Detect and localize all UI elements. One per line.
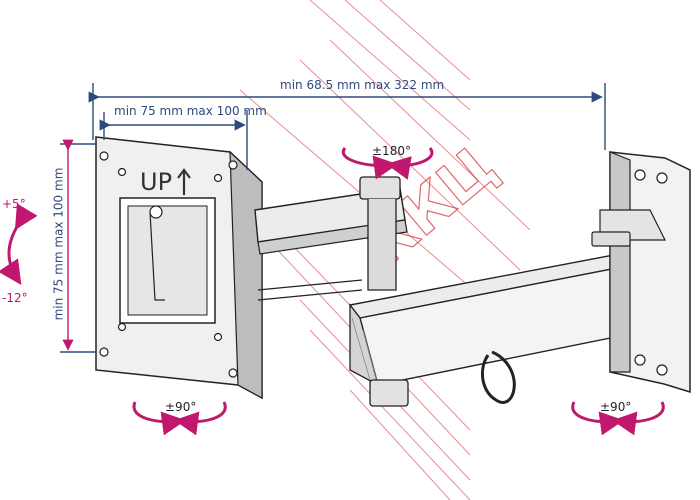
plate-holes: [99, 151, 238, 378]
overall-width-label: min 68.5 mm max 322 mm: [280, 78, 445, 92]
plate-swivel-label: ±90°: [165, 400, 197, 414]
wall-plate: [591, 151, 691, 394]
dimension-lines: [60, 83, 606, 353]
elbow-swivel-label: ±180°: [372, 144, 411, 158]
tv-plate: [95, 136, 263, 400]
wall-swivel-label: ±90°: [600, 400, 632, 414]
tilt-up-label: +5°: [2, 197, 26, 211]
vesa-horizontal-label: min 75 mm max 100 mm: [114, 104, 267, 118]
up-marking: UP: [140, 168, 172, 196]
tilt-down-label: -12°: [2, 291, 28, 305]
vesa-vertical-label: min 75 mm max 100 mm: [51, 167, 66, 321]
upper-arm: [254, 176, 408, 301]
lower-arm: [348, 249, 651, 407]
up-arrow-icon: [177, 168, 191, 195]
rotation-arrows: [0, 147, 665, 436]
